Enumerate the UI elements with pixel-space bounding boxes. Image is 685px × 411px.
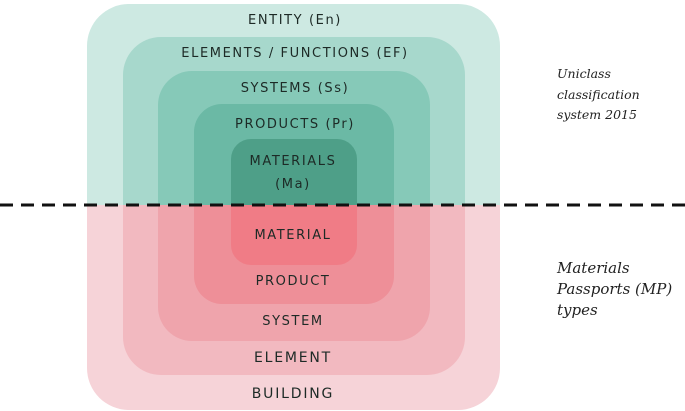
mp-note-line2: Passports (MP) [557,280,673,298]
label-building: BUILDING [252,386,334,402]
materials-passport-nested-squares [87,205,500,410]
uniclass-note: Uniclass classification system 2015 [557,64,640,126]
uniclass-note-line2: classification [557,86,640,102]
mp-note-line3: types [557,301,598,319]
uniclass-nested-squares [87,4,500,205]
label-material: MATERIAL [254,228,331,243]
label-system: SYSTEM [262,314,323,329]
label-elements-functions: ELEMENTS / FUNCTIONS (EF) [181,46,408,61]
materials-square [231,139,357,205]
label-entity: ENTITY (En) [248,13,342,28]
mp-note-line1: Materials [557,259,630,277]
label-materials-line1: MATERIALS [250,154,337,169]
label-products: PRODUCTS (Pr) [235,117,355,132]
label-product: PRODUCT [256,274,331,289]
material-square [231,205,357,265]
materials-passports-note: Materials Passports (MP) types [557,258,672,321]
label-materials-line2: (Ma) [275,177,311,192]
uniclass-note-line3: system 2015 [557,107,637,123]
label-element: ELEMENT [254,350,332,366]
uniclass-note-line1: Uniclass [557,66,611,81]
label-systems: SYSTEMS (Ss) [241,81,350,96]
